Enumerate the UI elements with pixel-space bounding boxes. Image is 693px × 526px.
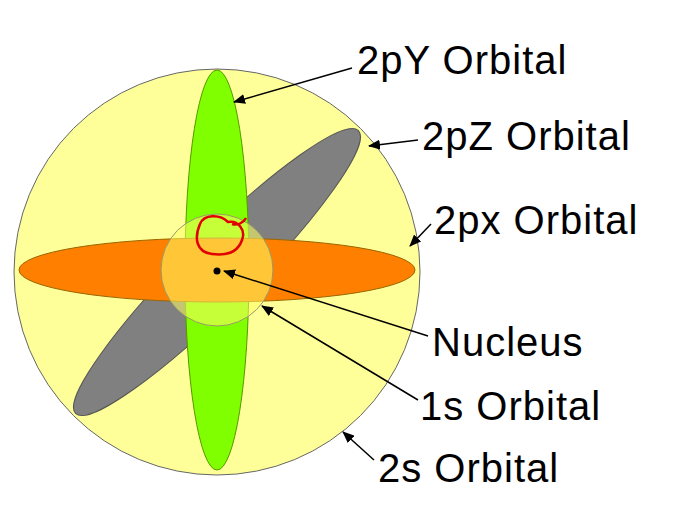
leader-line xyxy=(343,432,374,460)
leader-line xyxy=(224,271,428,336)
leader-line xyxy=(262,306,418,400)
orbital-label: Nucleus xyxy=(432,322,584,362)
1s-orbital-shape xyxy=(161,214,273,326)
leader-line xyxy=(410,224,431,246)
leader-line xyxy=(369,140,418,146)
orbital-label: 2s Orbital xyxy=(378,448,559,488)
orbital-label: 2pY Orbital xyxy=(357,40,567,80)
orbital-label: 2px Orbital xyxy=(434,200,638,240)
orbital-label: 2pZ Orbital xyxy=(422,116,631,156)
scribble-mark xyxy=(197,216,246,254)
nucleus-dot xyxy=(214,268,221,275)
leader-line xyxy=(234,68,352,102)
orbital-label: 1s Orbital xyxy=(420,386,601,426)
2s-orbital-shape xyxy=(14,69,420,475)
